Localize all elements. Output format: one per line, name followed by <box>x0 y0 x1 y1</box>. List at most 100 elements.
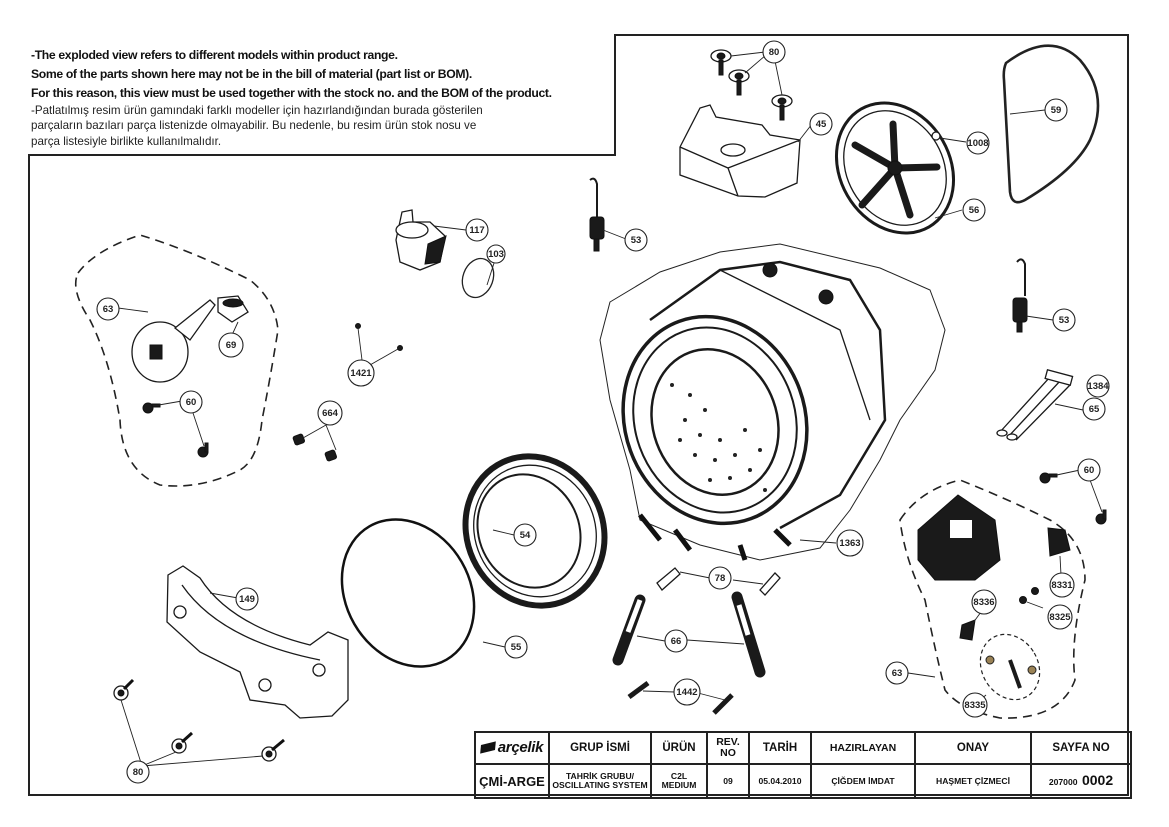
front-ring-part <box>462 453 608 609</box>
header-rev-no: REV. NO <box>706 731 750 765</box>
part-label-screws-top: 80 <box>762 40 786 64</box>
value-approval: HAŞMET ÇİZMECİ <box>914 763 1032 799</box>
part-label-belt: 59 <box>1044 98 1068 122</box>
note-en-line-3: For this reason, this view must be used … <box>31 86 552 100</box>
svg-text:8336: 8336 <box>973 597 994 608</box>
value-page-no: 207000 0002 <box>1030 763 1132 799</box>
brand-name: arçelik <box>497 739 544 756</box>
value-prepared-by: ÇİĞDEM İMDAT <box>810 763 916 799</box>
shock-pin-set-part <box>627 680 734 715</box>
screw-icon <box>261 738 285 762</box>
page-number: 0002 <box>1081 772 1114 788</box>
svg-text:664: 664 <box>322 408 339 419</box>
svg-text:149: 149 <box>239 594 255 605</box>
belt-part <box>1002 44 1100 204</box>
part-label-drain-fitting: 117 <box>465 218 489 242</box>
svg-text:1008: 1008 <box>967 138 988 149</box>
part-label-shock-absorbers: 66 <box>664 629 688 653</box>
note-tr-line-3: parça listesiyle birlikte kullanılmalıdı… <box>31 134 222 148</box>
svg-text:103: 103 <box>488 249 504 260</box>
part-label-motor-screws-right: 60 <box>1077 458 1101 482</box>
part-label-screws-bottom: 80 <box>126 760 150 784</box>
title-block: arçelik GRUP İSMİ ÜRÜN REV. NO TARİH HAZ… <box>474 731 1132 799</box>
part-label-nuts: 664 <box>317 400 343 426</box>
part-label-tub: 1363 <box>836 529 864 557</box>
screw-set-bottom <box>113 678 285 767</box>
svg-text:59: 59 <box>1051 105 1062 116</box>
part-label-motor-bolts: 8325 <box>1047 604 1073 630</box>
note-en-line-2: Some of the parts shown here may not be … <box>31 67 472 81</box>
screw-icon <box>728 69 750 96</box>
header-approval: ONAY <box>914 731 1032 765</box>
svg-text:60: 60 <box>1084 465 1095 476</box>
svg-text:8331: 8331 <box>1051 580 1073 591</box>
part-label-motor-screws-left: 60 <box>179 390 203 414</box>
part-label-carbon-brush: 69 <box>218 332 244 358</box>
drain-fitting-part <box>395 209 467 271</box>
part-label-clamp: 103 <box>486 244 506 264</box>
svg-text:53: 53 <box>631 235 642 246</box>
svg-text:55: 55 <box>511 642 522 653</box>
screw-icon <box>197 442 209 458</box>
header-date: TARİH <box>748 731 812 765</box>
part-label-spring-left: 53 <box>624 228 648 252</box>
part-label-rivets: 1421 <box>347 359 375 387</box>
part-label-brush-kit: 8335 <box>962 692 988 718</box>
svg-text:53: 53 <box>1059 315 1070 326</box>
svg-text:54: 54 <box>520 530 531 541</box>
brand-logo-cell: arçelik <box>474 731 550 765</box>
shock-absorber-set-part <box>612 591 766 678</box>
screw-icon <box>171 731 194 754</box>
svg-text:80: 80 <box>133 767 144 778</box>
svg-text:45: 45 <box>816 119 827 130</box>
part-label-motor-right: 63 <box>885 661 909 685</box>
nut-set-part <box>292 424 338 462</box>
part-label-motor-bracket: 8331 <box>1049 572 1075 598</box>
svg-text:1442: 1442 <box>676 687 697 698</box>
value-rev-no: 09 <box>706 763 750 799</box>
value-product: C2L MEDIUM <box>650 763 708 799</box>
svg-text:1421: 1421 <box>350 368 372 379</box>
value-date: 05.04.2010 <box>748 763 812 799</box>
part-labels: 80 45 56 1008 59 53 53 1363 63 69 60 117 103 1421 664 5… <box>96 40 1110 784</box>
heater-part <box>996 368 1084 441</box>
spring-left-part <box>589 177 627 252</box>
svg-text:80: 80 <box>769 47 780 58</box>
header-group-name: GRUP İSMİ <box>548 731 652 765</box>
brand-logo-icon <box>479 741 496 754</box>
counterweight-top-part <box>679 104 813 198</box>
part-label-brush-holder: 8336 <box>971 589 997 615</box>
part-label-heater: 65 <box>1082 397 1106 421</box>
screw-icon <box>1095 509 1107 525</box>
screw-icon <box>113 678 135 701</box>
part-label-motor-left: 63 <box>96 297 120 321</box>
motor-left-group <box>74 234 279 487</box>
department: ÇMİ-ARGE <box>474 763 550 799</box>
page-prefix: 207000 <box>1048 777 1078 787</box>
screw-icon <box>142 402 161 414</box>
motor-right-group <box>899 479 1086 719</box>
part-label-pulley-screw: 1008 <box>966 131 990 155</box>
pulley-screw-part <box>931 131 967 143</box>
svg-text:60: 60 <box>186 397 197 408</box>
counterweight-bottom-part <box>166 565 349 719</box>
note-tr-line-1: -Patlatılmış resim ürün gamındaki farklı… <box>31 104 483 117</box>
part-label-counterweight-top: 45 <box>809 112 833 136</box>
svg-text:63: 63 <box>103 304 114 315</box>
note-tr-line-2: parçaların bazıları parça listenizde olm… <box>31 119 477 133</box>
header-product: ÜRÜN <box>650 731 708 765</box>
screw-set-top <box>710 49 793 121</box>
part-label-heater-nut: 1384 <box>1086 374 1110 398</box>
pin-set-part <box>656 567 781 596</box>
header-prepared-by: HAZIRLAYAN <box>810 731 916 765</box>
svg-text:56: 56 <box>969 205 980 216</box>
svg-text:8325: 8325 <box>1049 612 1071 623</box>
part-label-pins: 78 <box>708 566 732 590</box>
rivet-set-part <box>355 323 403 366</box>
header-page-no: SAYFA NO <box>1030 731 1132 765</box>
svg-text:63: 63 <box>892 668 903 679</box>
notes-box: -The exploded view refers to different m… <box>28 34 616 156</box>
motor-screws-right <box>1039 469 1107 525</box>
part-label-front-ring: 54 <box>513 523 537 547</box>
note-en-line-1: -The exploded view refers to different m… <box>31 48 398 62</box>
